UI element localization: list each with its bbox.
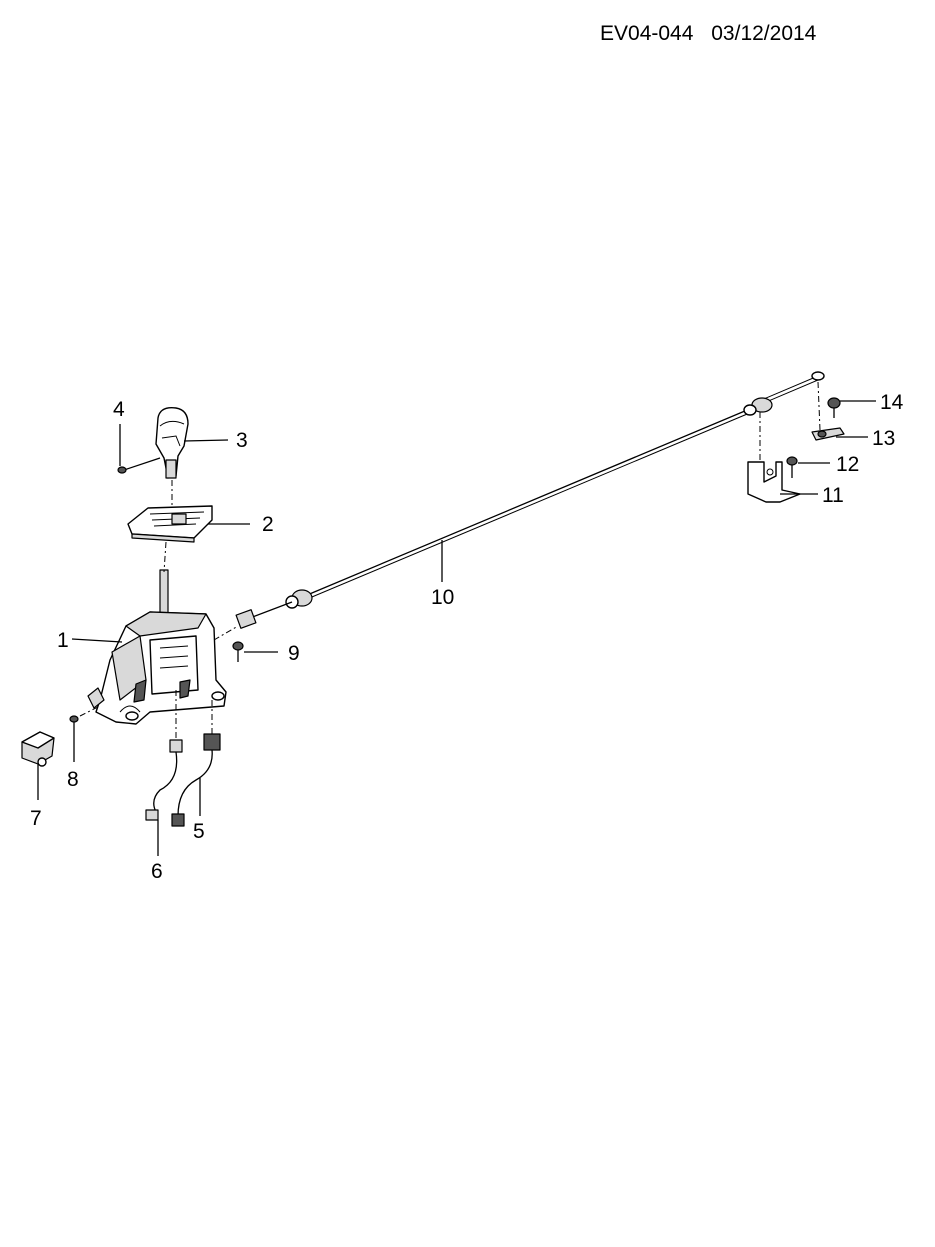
callout-1: 1 xyxy=(57,629,69,652)
assembly-lines xyxy=(79,381,821,740)
wiring-harness xyxy=(145,733,221,827)
page-header: EV04-044 03/12/2014 xyxy=(600,22,900,46)
callout-3: 3 xyxy=(236,429,248,452)
callout-8: 8 xyxy=(67,768,79,791)
callout-9: 9 xyxy=(288,642,300,665)
callout-13: 13 xyxy=(872,427,895,450)
cable-retainer xyxy=(811,427,845,441)
leader-lines xyxy=(37,400,876,856)
callout-5: 5 xyxy=(193,820,205,843)
callout-12: 12 xyxy=(836,453,859,476)
callout-11: 11 xyxy=(822,484,844,507)
retainer-nut xyxy=(827,397,841,418)
callout-14: 14 xyxy=(880,391,904,414)
callout-4: 4 xyxy=(113,398,125,421)
bolt xyxy=(232,641,244,662)
nut xyxy=(69,715,79,723)
callout-6: 6 xyxy=(151,860,163,883)
callout-2: 2 xyxy=(262,513,274,536)
shift-indicator-bezel xyxy=(127,505,213,543)
cable-bracket xyxy=(747,461,801,503)
shift-control-assembly xyxy=(87,569,227,725)
bracket-bolt xyxy=(786,456,798,478)
callout-labels: 1 2 3 4 5 6 7 8 9 10 11 12 13 14 xyxy=(30,391,904,883)
diagram-code: EV04-044 xyxy=(600,22,694,45)
diagram-date: 03/12/2014 xyxy=(711,22,817,45)
shift-cable xyxy=(235,371,825,629)
knob-screw xyxy=(117,457,161,474)
callout-7: 7 xyxy=(30,807,42,830)
switch-module xyxy=(21,731,55,767)
callout-10: 10 xyxy=(431,586,454,609)
shift-knob xyxy=(155,407,189,479)
